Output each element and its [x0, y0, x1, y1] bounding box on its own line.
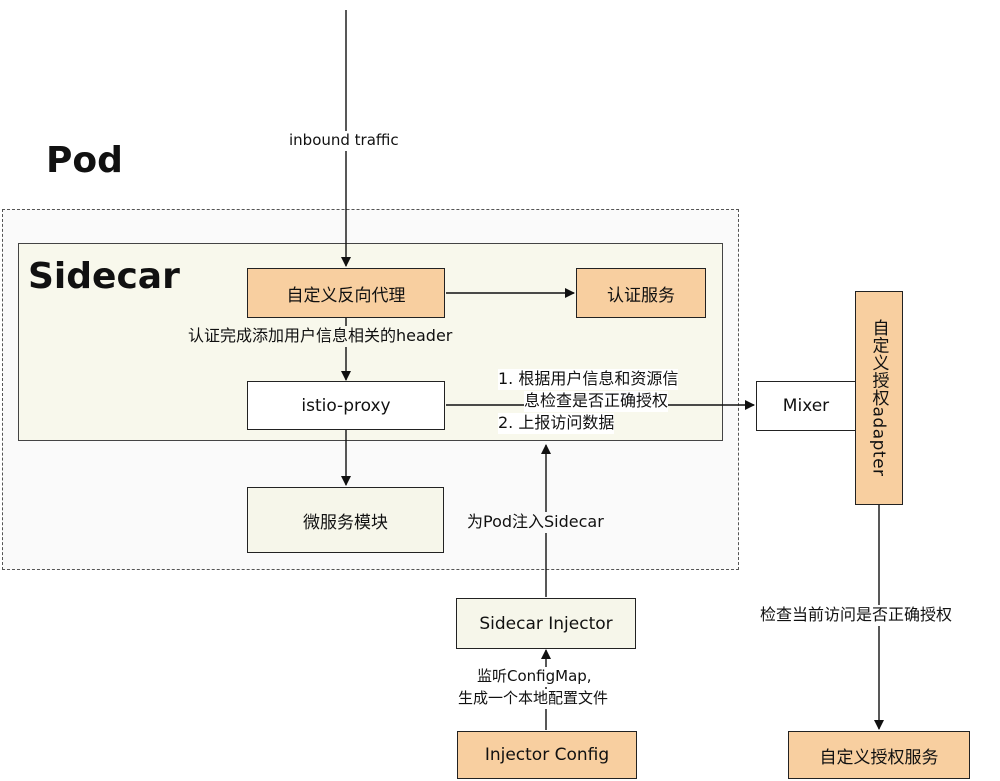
add-header-label: 认证完成添加用户信息相关的header	[188, 326, 453, 347]
mixer-action-line-2: 息检查是否正确授权	[524, 391, 669, 412]
mixer-node: Mixer	[756, 381, 856, 431]
authz-adapter-node: 自定义授权adapter	[855, 291, 903, 505]
authz-service-node: 自定义授权服务	[788, 731, 970, 779]
auth-service-node: 认证服务	[576, 268, 706, 318]
microservice-node: 微服务模块	[247, 487, 444, 553]
mixer-action-line-1: 1. 根据用户信息和资源信	[498, 369, 679, 390]
sidecar-injector-node: Sidecar Injector	[456, 598, 636, 649]
reverse-proxy-node: 自定义反向代理	[247, 268, 445, 318]
inbound-traffic-label: inbound traffic	[289, 131, 399, 151]
mixer-action-line-3: 2. 上报访问数据	[498, 413, 615, 434]
watch-configmap-line-1: 监听ConfigMap,	[477, 667, 592, 687]
watch-configmap-line-2: 生成一个本地配置文件	[458, 689, 609, 709]
injector-config-node: Injector Config	[457, 731, 637, 779]
sidecar-title: Sidecar	[28, 256, 180, 297]
inject-sidecar-label: 为Pod注入Sidecar	[467, 512, 604, 533]
check-authz-label: 检查当前访问是否正确授权	[760, 605, 953, 626]
pod-title: Pod	[46, 140, 123, 181]
istio-proxy-node: istio-proxy	[247, 381, 445, 430]
authz-adapter-label: 自定义授权adapter	[868, 319, 889, 477]
